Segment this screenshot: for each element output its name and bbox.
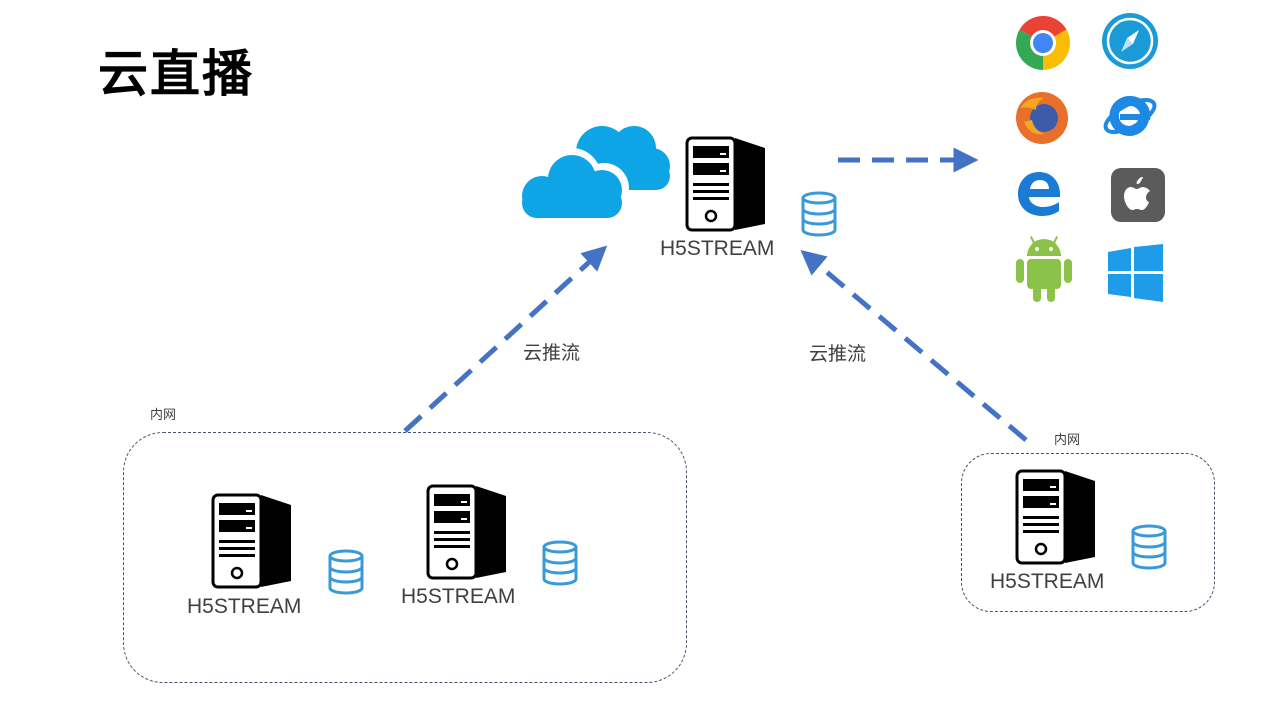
android-icon bbox=[1016, 236, 1072, 302]
cloud-icon bbox=[522, 126, 670, 218]
database-icon bbox=[328, 549, 364, 595]
apple-icon bbox=[1111, 168, 1165, 222]
server-icon bbox=[426, 484, 506, 580]
left-zone-label: 内网 bbox=[150, 408, 177, 423]
right-zone-label: 内网 bbox=[1054, 433, 1081, 448]
arrow-left-push bbox=[403, 245, 608, 433]
server-icon bbox=[685, 136, 765, 232]
server-icon bbox=[211, 493, 291, 589]
right-intranet-zone bbox=[961, 453, 1215, 612]
node-label: H5STREAM bbox=[990, 570, 1105, 593]
slide-title: 云直播 bbox=[98, 45, 254, 103]
left-intranet-zone bbox=[123, 432, 687, 683]
node-label: H5STREAM bbox=[401, 585, 516, 608]
right-arrow-label: 云推流 bbox=[809, 343, 867, 365]
windows-icon bbox=[1108, 244, 1163, 302]
database-icon bbox=[542, 540, 578, 586]
node-label: H5STREAM bbox=[187, 595, 302, 618]
ie-icon bbox=[1103, 95, 1157, 136]
server-icon bbox=[1015, 469, 1095, 565]
firefox-icon bbox=[1016, 92, 1068, 144]
safari-icon bbox=[1102, 13, 1158, 69]
database-icon bbox=[1131, 524, 1167, 570]
database-icon bbox=[801, 191, 837, 237]
chrome-icon bbox=[1015, 15, 1071, 71]
left-arrow-label: 云推流 bbox=[523, 342, 581, 364]
center-node-label: H5STREAM bbox=[660, 237, 775, 260]
edge-icon bbox=[1018, 172, 1061, 216]
arrow-right-push bbox=[800, 249, 1028, 442]
